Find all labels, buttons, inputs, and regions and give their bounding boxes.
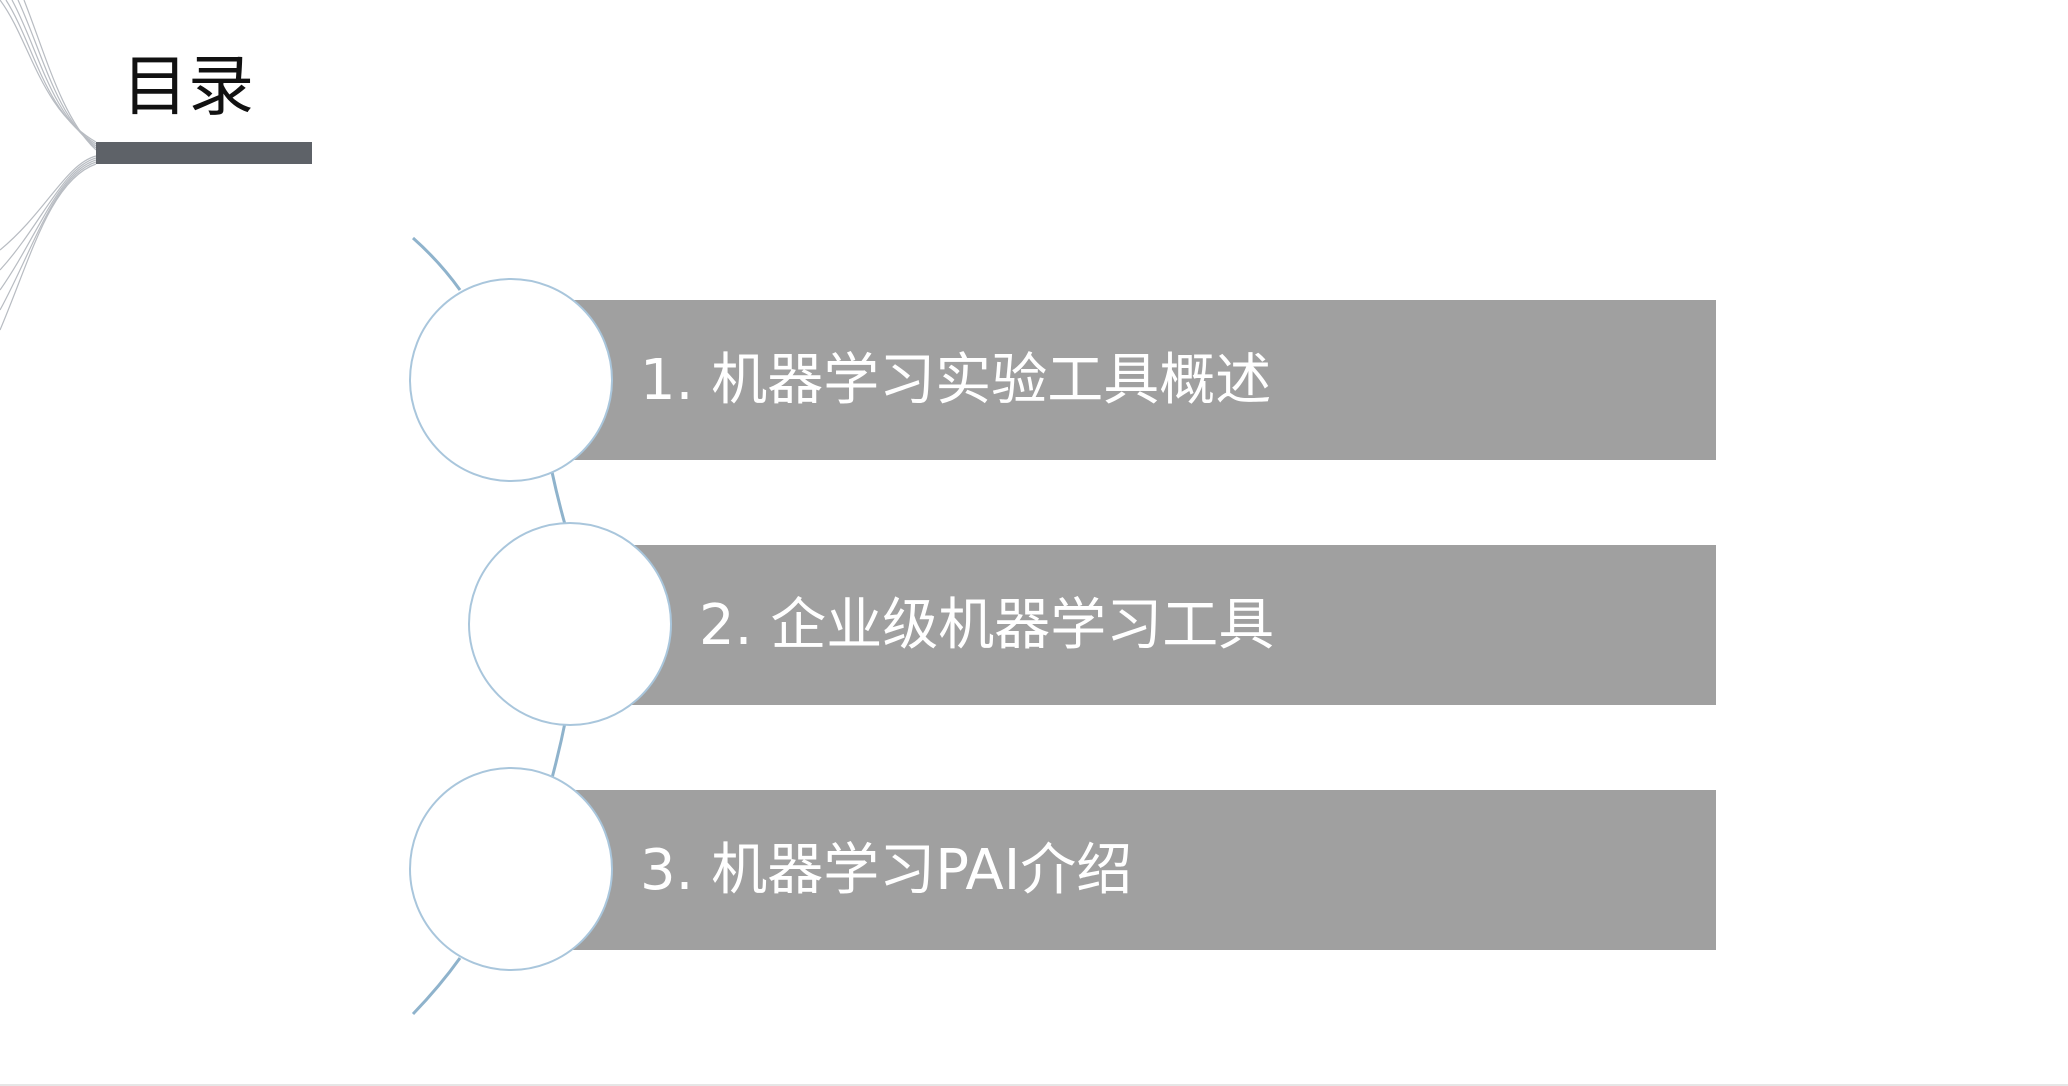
- slide-title: 目录: [122, 48, 254, 125]
- agenda-item-1-band: [568, 300, 1716, 460]
- agenda-item-3-band: [568, 790, 1716, 950]
- title-underline-bar: [96, 142, 312, 164]
- agenda-item-3-label: 3. 机器学习PAI介绍: [640, 838, 1133, 903]
- agenda-item-2-band: [628, 545, 1716, 705]
- agenda-item-3-circle: [409, 767, 613, 971]
- agenda-item-2-label: 2. 企业级机器学习工具: [699, 593, 1275, 658]
- agenda-item-1-circle: [409, 278, 613, 482]
- slide-bottom-border: [0, 1084, 2068, 1086]
- agenda-item-2-circle: [468, 522, 672, 726]
- agenda-item-1-label: 1. 机器学习实验工具概述: [640, 348, 1272, 413]
- corner-swirl-decoration: [0, 0, 97, 331]
